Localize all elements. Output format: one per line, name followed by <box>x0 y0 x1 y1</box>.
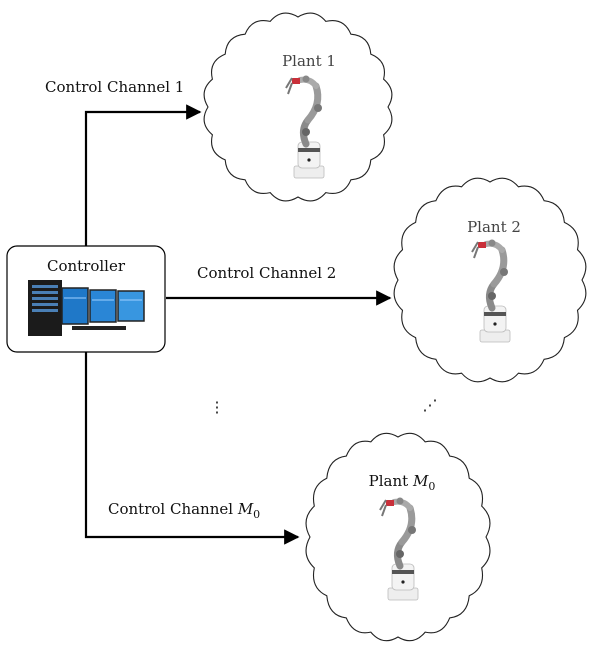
channel-m0-label-sub: 0 <box>253 508 260 521</box>
wire-channel-m0 <box>84 352 300 545</box>
plant-1-label: Plant 1 <box>282 52 336 70</box>
computer-icon <box>28 280 145 336</box>
channel-m0-label: Control Channel M0 <box>108 500 260 521</box>
channel-m0-label-var: M <box>237 500 254 518</box>
controller-node: Controller <box>6 245 166 353</box>
plant-cloud-1: Plant 1 <box>203 12 393 202</box>
wire-channel-1 <box>84 104 202 246</box>
plant-cloud-2: Plant 2 <box>393 177 587 383</box>
cloud-shape-1 <box>203 12 393 202</box>
plant-cloud-m0: Plant M0 <box>305 432 491 642</box>
plant-m0-label-main: Plant <box>369 472 413 490</box>
diagonal-ellipsis-right: ⋰ <box>423 396 438 414</box>
cloud-shape-m0 <box>305 432 491 642</box>
connection-lines <box>84 104 392 545</box>
plant-m0-label: Plant M0 <box>369 472 436 493</box>
channel-2-label: Control Channel 2 <box>197 264 336 282</box>
channel-m0-label-main: Control Channel <box>108 500 238 518</box>
controller-label: Controller <box>47 257 126 275</box>
plant-m0-label-var: M <box>412 472 429 490</box>
plant-m0-label-sub: 0 <box>428 480 435 493</box>
plant-2-label: Plant 2 <box>467 218 521 236</box>
channel-1-label: Control Channel 1 <box>45 78 184 96</box>
cloud-shape-2 <box>393 177 587 383</box>
vertical-ellipsis-left: ⋮ <box>210 398 225 416</box>
